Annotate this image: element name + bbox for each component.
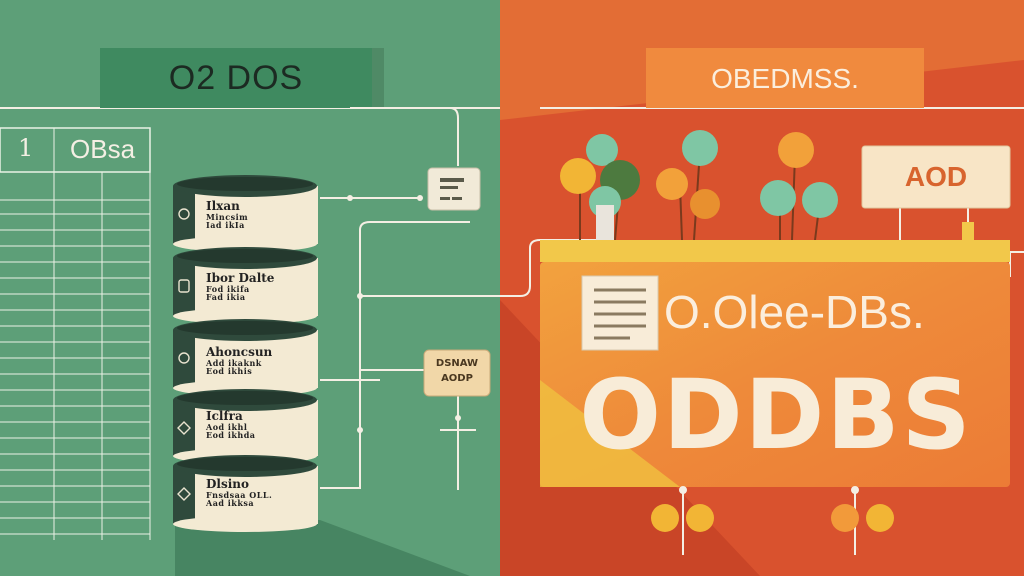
cylinder-5-sub1: Fnsdsaa OLL.	[206, 489, 273, 500]
left-panel-title: O2 DOS	[168, 59, 304, 97]
cylinder-2-label: Ibor Dalte Fod ikifa Fad ikia	[206, 272, 274, 301]
cylinder-4-title: Iclfra	[206, 409, 243, 423]
cylinder-stack	[173, 175, 318, 532]
cylinder-5-title: Dlsino	[206, 477, 250, 491]
tree-illustrations	[560, 130, 838, 260]
cylinder-3	[173, 319, 318, 396]
cylinder-1-title: Ilxan	[206, 199, 240, 213]
cylinder-4-icon	[177, 421, 191, 435]
connector-badge-line1: DSNAW	[435, 358, 479, 369]
document-icon	[581, 275, 659, 351]
tag-connector-plug	[962, 222, 974, 242]
cylinder-4-sub2: Eod ikhda	[206, 429, 256, 440]
cylinder-1-icon	[178, 208, 190, 220]
connector-lines	[320, 107, 600, 490]
cylinder-1	[173, 175, 318, 252]
cylinder-2-title: Ibor Dalte	[206, 271, 275, 285]
cylinder-1-label: Ilxan Mincsim Iad ikIa	[206, 200, 248, 229]
cylinder-1-sub2: Iad ikIa	[206, 219, 245, 230]
cylinder-2	[173, 247, 318, 324]
left-title-box	[100, 48, 372, 108]
connector-node	[427, 167, 481, 211]
cylinder-3-title: Ahoncsun	[206, 345, 273, 359]
main-card-accent	[540, 380, 680, 487]
cylinder-3-label: Ahoncsun Add ikaknk Eod ikhis	[206, 346, 272, 375]
cylinder-4-sub1: Aod ikhl	[206, 421, 248, 432]
card-subtitle: O.Olee-DBs.	[664, 286, 925, 338]
cylinder-2-sub1: Fod ikifa	[206, 283, 250, 294]
cylinder-2-icon	[178, 279, 190, 293]
connector-dots	[347, 195, 461, 433]
cylinder-5-label: Dlsino Fnsdsaa OLL. Aad ikksa	[206, 478, 272, 507]
cylinder-1-sub1: Mincsim	[206, 211, 249, 222]
cylinder-3-sub2: Eod ikhis	[206, 365, 253, 376]
cylinder-2-sub2: Fad ikia	[206, 291, 246, 302]
bottom-nodes	[651, 486, 894, 555]
table-header-index: 1	[18, 134, 34, 162]
connector-badge-box	[423, 349, 491, 397]
cylinder-3-icon	[178, 352, 190, 364]
cylinder-4-label: Iclfra Aod ikhl Eod ikhda	[206, 410, 256, 439]
left-table	[0, 127, 151, 540]
cylinder-5	[173, 455, 318, 532]
connector-badge-line2: AODP	[441, 373, 473, 384]
aod-tag-box	[861, 145, 1011, 209]
cylinder-5-sub2: Aad ikksa	[206, 497, 255, 508]
right-panel-title: OBEDMSS.	[711, 63, 859, 94]
cylinder-5-icon	[177, 487, 191, 501]
left-title-shadow	[372, 48, 384, 108]
cylinder-3-sub1: Add ikaknk	[206, 357, 262, 368]
right-title-box	[646, 48, 924, 108]
table-header-label: OBsa	[70, 134, 136, 164]
cylinder-shadow	[175, 520, 470, 576]
yellow-strip	[540, 240, 1010, 262]
card-headline: ODDBS	[579, 359, 973, 471]
aod-tag-label: AOD	[904, 161, 968, 192]
